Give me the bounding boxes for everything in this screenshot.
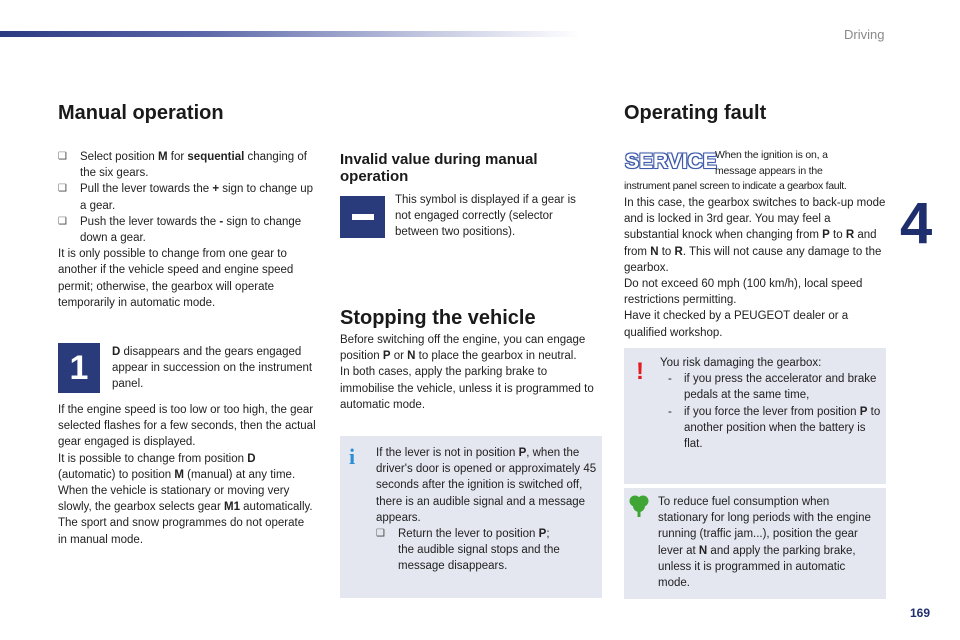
step-text: D disappears and the gears engaged appea… <box>112 346 313 391</box>
list-item: ❑Push the lever towards the - sign to ch… <box>58 215 302 245</box>
service-text-1: When the ignition is on, a message appea… <box>715 149 828 177</box>
info-panel <box>340 436 602 598</box>
list-item: ❑Select position M for sequential changi… <box>58 151 307 180</box>
minus-gear-icon <box>340 196 385 238</box>
operating-fault-title: Operating fault <box>624 102 767 124</box>
paragraph: When the vehicle is stationary or moving… <box>58 485 313 514</box>
warning-panel <box>624 348 886 484</box>
bullet-icon: ❑ <box>58 215 67 227</box>
stopping-vehicle-title: Stopping the vehicle <box>340 307 536 329</box>
list-item: ❑Pull the lever towards the + sign to ch… <box>58 183 314 212</box>
info-text: If the lever is not in position P, when … <box>376 445 598 575</box>
step-number-badge: 1 <box>58 343 100 393</box>
list-item: -if you press the accelerator and brake … <box>668 373 877 402</box>
bullet-icon: ❑ <box>58 183 67 195</box>
invalid-value-title: Invalid value during manual operation <box>340 151 538 185</box>
manual-operation-title: Manual operation <box>58 102 224 124</box>
stopping-vehicle-text: Before switching off the engine, you can… <box>340 334 594 411</box>
info-icon: i <box>349 444 356 469</box>
operating-fault-text: In this case, the gearbox switches to ba… <box>624 197 886 339</box>
header-bar <box>0 31 580 37</box>
paragraph: The sport and snow programmes do not ope… <box>58 517 305 546</box>
chapter-number: 4 <box>900 191 933 256</box>
paragraph: If the engine speed is too low or too hi… <box>58 404 316 449</box>
invalid-value-text: This symbol is displayed if a gear is no… <box>395 194 576 239</box>
list-item: ❑Return the lever to position P;the audi… <box>376 528 560 573</box>
warning-text: You risk damaging the gearbox: -if you p… <box>660 355 882 452</box>
eco-panel <box>624 488 886 599</box>
list-item: -if you force the lever from position P … <box>668 405 881 451</box>
paragraph: It is only possible to change from one g… <box>58 248 294 309</box>
paragraph: It is possible to change from position D… <box>58 452 296 481</box>
warning-icon: ! <box>636 358 644 385</box>
manual-operation-text: ❑Select position M for sequential changi… <box>58 149 316 311</box>
bullet-icon: ❑ <box>58 151 67 162</box>
service-text-2: instrument panel screen to indicate a ge… <box>624 180 847 192</box>
page-number: 169 <box>910 606 931 620</box>
bullet-icon: ❑ <box>376 528 385 540</box>
tree-eco-icon <box>629 495 649 517</box>
manual-operation-details: If the engine speed is too low or too hi… <box>58 402 316 548</box>
service-warning-icon: SERVICE <box>625 150 717 173</box>
section-label: Driving <box>844 27 885 42</box>
eco-text: To reduce fuel consumption when stationa… <box>658 496 871 590</box>
